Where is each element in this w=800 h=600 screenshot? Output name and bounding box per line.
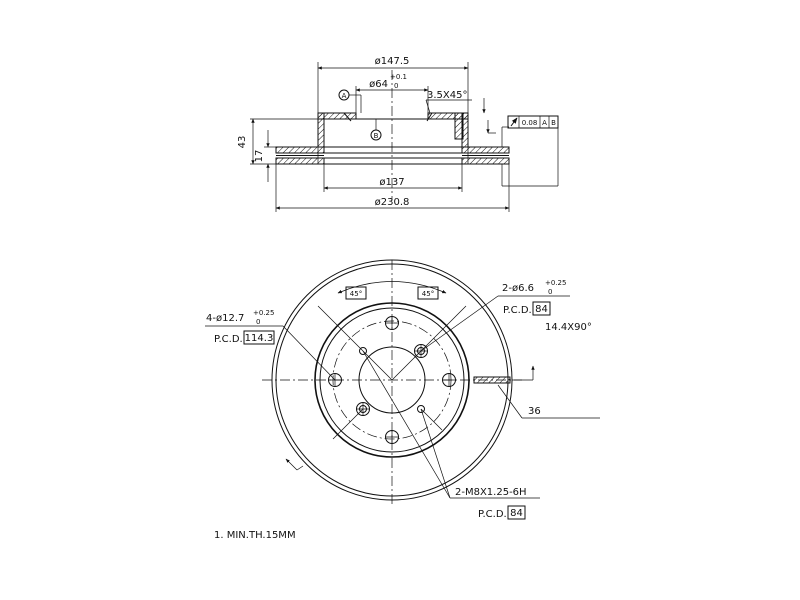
- thread-hole-lower-right: [417, 405, 425, 413]
- thread-callout: 2-M8X1.25-6H: [455, 487, 527, 498]
- small-hole-tol-lower: 0: [548, 288, 552, 296]
- thread-pcd-box: [507, 505, 526, 520]
- angle-line-left: [317, 305, 393, 381]
- thread-leader-2: [420, 408, 451, 499]
- rotation-arrow-tail: [296, 465, 304, 471]
- thread-pcd-value: 84: [510, 508, 523, 519]
- datum-a-label: A: [342, 92, 347, 100]
- runout-ref-a: A: [542, 119, 547, 127]
- dim-64-text: ø64: [369, 79, 388, 90]
- small-hole-pcd-value: 84: [535, 304, 548, 315]
- angle-line-left-ext: [332, 408, 364, 440]
- small-hole-pcd-label: P.C.D.: [503, 305, 532, 316]
- friction-plate-right-top: [461, 146, 510, 154]
- center-bore: [358, 346, 426, 414]
- dim-17-text: 17: [254, 150, 265, 163]
- bolt-hole-left: [328, 373, 342, 387]
- dim-230-text: ø230.8: [375, 197, 410, 208]
- small-hole-callout: 2-ø6.6: [502, 283, 534, 294]
- angle-line-right-ext: [420, 408, 443, 431]
- angle-line-right: [391, 305, 467, 381]
- bolt-hole-callout: 4-ø12.7: [206, 313, 244, 324]
- bolt-hole-tol-lower: 0: [256, 318, 260, 326]
- disc-hat-inner: [319, 307, 465, 453]
- small-hole-lower-left: [356, 402, 370, 416]
- hub-bore-outline: [343, 112, 433, 122]
- dim-64-tol-lower: 0: [394, 82, 398, 90]
- runout-symbol-icon: [510, 117, 518, 127]
- dim-36-text: 36: [528, 406, 541, 417]
- thread-leader-1: [362, 350, 451, 499]
- disc-hat-outer: [314, 302, 470, 458]
- dim-64-tol-upper: +0.1: [390, 73, 407, 81]
- small-hole-leader: [420, 295, 499, 352]
- section-view: A B ø147.5 ø64 +0.1 0 3.5X45° 43 17: [237, 56, 559, 212]
- bolt-hole-top: [385, 316, 399, 330]
- rotation-arrow-icon: [285, 458, 298, 471]
- chamfer-leader-2: [425, 99, 431, 114]
- bolt-hole-pcd-label: P.C.D.: [214, 334, 243, 345]
- angle-arc: [337, 281, 447, 294]
- chamfer-text: 3.5X45°: [427, 90, 467, 101]
- countersink-text: 14.4X90°: [545, 322, 592, 333]
- friction-plate-left-bot: [275, 157, 325, 165]
- friction-plate-left-top: [275, 146, 325, 154]
- runout-ref-b: B: [551, 119, 556, 127]
- hat-step-right: [454, 112, 464, 140]
- angle-right-text: 45°: [422, 290, 434, 298]
- thread-pcd-label: P.C.D.: [478, 509, 507, 520]
- dim-36-leader: [497, 384, 523, 419]
- hat-wall-left: [317, 112, 325, 148]
- dim-147-text: ø147.5: [375, 56, 410, 67]
- note-min-thickness: 1. MIN.TH.15MM: [214, 530, 296, 541]
- runout-tolerance: 0.08: [522, 119, 538, 127]
- thread-hole-upper-left: [359, 347, 367, 355]
- bolt-hole-pcd-value: 114.3: [245, 333, 274, 344]
- bolt-hole-leader: [282, 325, 336, 381]
- dim-137-text: ø137: [379, 177, 404, 188]
- bolt-hole-bottom: [385, 430, 399, 444]
- small-hole-pcd-box: [532, 301, 551, 316]
- small-hole-upper-right: [414, 344, 428, 358]
- edge-slot: [473, 376, 511, 384]
- bolt-hole-pcd-box: [243, 330, 275, 345]
- small-hole-tol-upper: +0.25: [545, 279, 566, 287]
- angle-left-text: 45°: [350, 290, 362, 298]
- friction-plate-right-bot: [461, 157, 510, 165]
- dim-43-text: 43: [237, 136, 248, 149]
- bolt-hole-tol-upper: +0.25: [253, 309, 274, 317]
- plan-view: 45° 45° 36 2-ø6.6 +0.25 0 P.C.D. 84 14.4…: [205, 259, 600, 520]
- runout-frame: [507, 115, 559, 129]
- datum-b-label: B: [374, 132, 379, 140]
- bolt-hole-right: [442, 373, 456, 387]
